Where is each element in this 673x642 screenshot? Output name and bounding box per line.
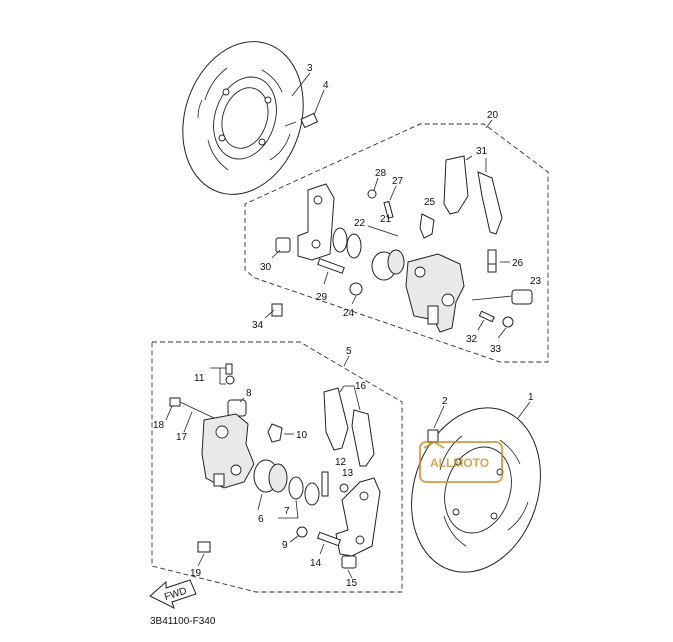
callout-14: 14 [310,558,322,569]
slide-pin-14 [316,531,342,547]
pin-18 [169,397,215,419]
callout-3: 3 [307,63,313,74]
slide-pin-29 [317,258,345,274]
callout-5: 5 [346,346,352,357]
callout-16: 16 [355,381,367,392]
disc-bolt-4 [284,112,319,129]
bolt-19 [197,541,211,553]
callout-6: 6 [258,514,264,525]
callout-23: 23 [530,276,542,287]
callout-24: 24 [343,308,355,319]
callout-21: 21 [380,214,392,225]
callout-13: 13 [342,468,354,479]
callout-8: 8 [246,388,252,399]
rear-brake-pads-31 [443,155,503,235]
caliper-bracket [297,183,335,261]
callout-10: 10 [296,430,308,441]
callout-18: 18 [153,420,165,431]
front-brake-disc [411,407,541,573]
rear-brake-disc [182,41,304,195]
slide-pin-23 [471,289,533,305]
callout-32: 32 [466,334,478,345]
cap-28 [367,189,377,199]
bolt-34 [271,303,283,317]
callout-2: 2 [442,396,448,407]
front-bracket-15 [335,477,381,557]
callout-1: 1 [528,392,534,403]
callout-31: 31 [476,146,488,157]
callout-30: 30 [260,262,272,273]
callout-17: 17 [176,432,188,443]
fwd-arrow-icon: FWD [149,579,197,609]
callout-22: 22 [354,218,366,229]
front-caliper-body [201,413,255,489]
front-seals-7 [288,476,320,506]
boot-24 [349,282,363,296]
callout-9: 9 [282,540,288,551]
piston-seals-22 [332,227,362,259]
callout-4: 4 [323,80,329,91]
callout-19: 19 [190,568,202,579]
callout-25: 25 [424,197,436,208]
bleeder-27 [383,200,394,219]
callout-29: 29 [316,292,328,303]
callout-33: 33 [490,344,502,355]
slide-pin-12 [321,471,329,497]
disc-bolt-2 [427,429,439,443]
rear-caliper-body [405,253,465,333]
front-caliper-assembly-box [151,341,403,593]
pad-clip-25 [419,213,435,239]
pad-clip-10 [267,423,283,443]
bushing-15 [341,555,357,569]
callout-27: 27 [392,176,404,187]
cap-33 [502,316,514,328]
boot-9 [296,526,308,538]
callout-15: 15 [346,578,358,589]
boot-13 [339,483,349,493]
front-piston-6 [253,459,288,493]
rear-caliper-assembly-box [244,123,549,363]
callout-26: 26 [512,258,524,269]
bushing-30 [275,237,291,253]
bushing-8 [227,399,247,417]
callout-11: 11 [194,373,205,384]
front-brake-pads-16 [323,387,375,467]
callout-34: 34 [252,320,264,331]
diagram-code: 3B41100-F340 [150,616,216,627]
watermark-logo: ALLMOTO [419,440,503,483]
callout-7: 7 [284,506,290,517]
rear-piston [371,249,405,281]
callout-12: 12 [335,457,347,468]
callout-20: 20 [487,110,499,121]
watermark-text: ALLMOTO [430,456,489,470]
pad-pin-26 [487,249,497,273]
bleeder-11 [225,363,235,385]
callout-28: 28 [375,168,387,179]
screw-32 [478,310,495,323]
